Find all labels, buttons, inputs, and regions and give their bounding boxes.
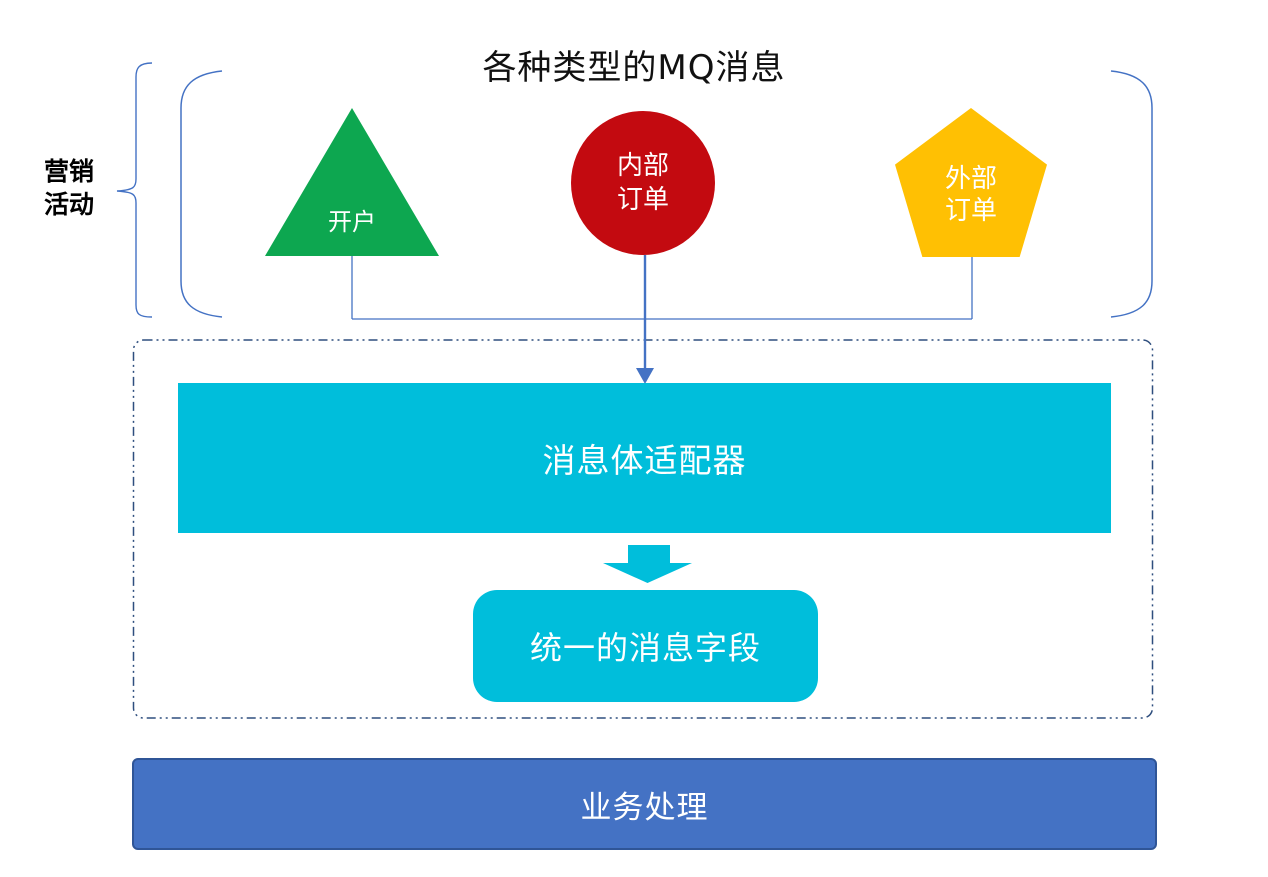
dashed-container-border [132, 339, 1154, 719]
pentagon-label-line1: 外部 [944, 163, 997, 194]
shape-circle-internal-order: 内部 订单 [571, 111, 715, 255]
side-label-line1: 营销 [44, 157, 95, 186]
adapter-box: 消息体适配器 [178, 383, 1111, 533]
pentagon-label-line2: 订单 [944, 195, 997, 226]
center-arrowhead-icon [636, 368, 654, 384]
triangle-label: 开户 [328, 208, 376, 236]
group-bracket-left [180, 70, 223, 318]
side-label-line2: 活动 [44, 190, 95, 219]
side-label-marketing: 营销 活动 [44, 155, 104, 221]
circle-label-line2: 订单 [616, 185, 669, 215]
business-processing-label: 业务处理 [580, 789, 709, 826]
adapter-box-label: 消息体适配器 [542, 441, 747, 480]
circle-label-line1: 内部 [616, 151, 669, 181]
diagram-title: 各种类型的MQ消息 [482, 48, 786, 88]
group-bracket-right [1110, 70, 1153, 318]
shape-pentagon-external-order: 外部 订单 [895, 108, 1047, 257]
unified-fields-label: 统一的消息字段 [529, 629, 761, 667]
block-down-arrow-icon [603, 545, 692, 583]
left-curly-brace [116, 62, 153, 318]
unified-fields-box: 统一的消息字段 [473, 590, 818, 702]
business-processing-box: 业务处理 [132, 758, 1157, 850]
